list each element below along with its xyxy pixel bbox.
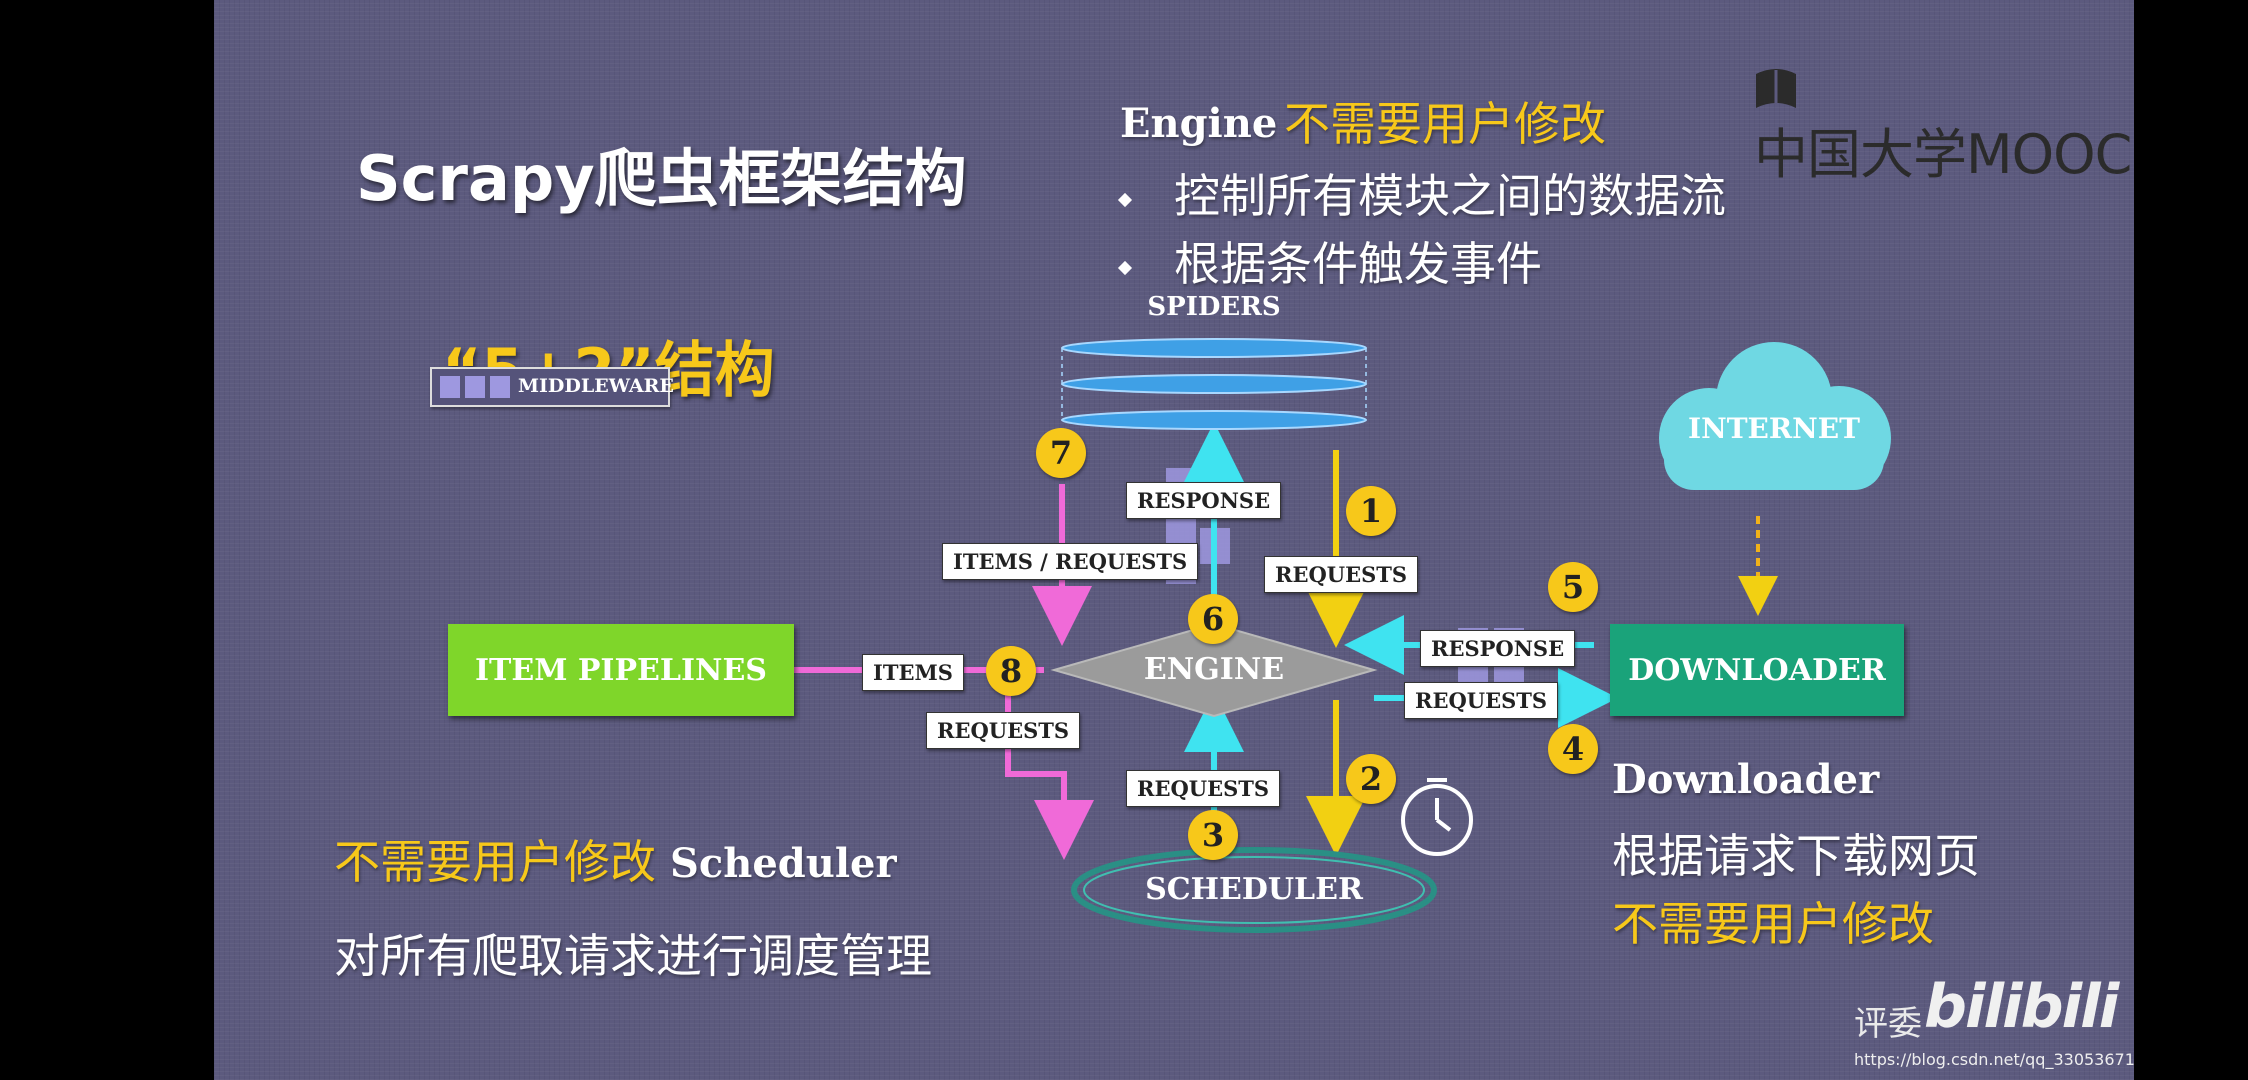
scheduler-desc: 对所有爬取请求进行调度管理 [334,929,932,983]
arrow-step-8-requests [1005,690,1094,860]
engine-bullet: 根据条件触发事件 [1117,228,1542,294]
step-badge-8: 8 [986,646,1036,696]
downloader-heading: Downloader [1612,756,1880,803]
source-url: https://blog.csdn.net/qq_33053671 [1854,1050,2134,1069]
downloader-box: DOWNLOADER [1610,624,1904,716]
internet-label: INTERNET [1688,412,1860,445]
bilibili-logo: bilibili [1924,972,2119,1042]
label-requests-scheduler-left: REQUESTS [926,712,1081,749]
reviewer-text: 评委 [1854,1004,1922,1044]
engine-heading: Engine [1120,100,1278,147]
step-badge-6: 6 [1188,594,1238,644]
slide-title: Scrapy爬虫框架结构 [356,142,967,215]
middleware-legend-label: MIDDLEWARE [518,375,674,397]
engine-bullet: 控制所有模块之间的数据流 [1117,160,1726,226]
downloader-desc: 根据请求下载网页 [1612,829,1980,883]
label-requests-downloader: REQUESTS [1404,682,1559,719]
middleware-legend-swatch [490,376,510,398]
step-badge-2: 2 [1346,754,1396,804]
middleware-legend-swatch [440,376,460,398]
internet-cloud [1659,342,1891,490]
scheduler-label: SCHEDULER [1145,872,1363,907]
item-pipelines-box: ITEM PIPELINES [448,624,794,716]
downloader-note: 不需要用户修改 [1612,897,1934,951]
spiders-label: SPIDERS [1147,292,1281,322]
slide: Scrapy爬虫框架结构 “5+2”结构 MIDDLEWARE Engine 不… [214,0,2134,1080]
scheduler-ring [1071,847,1437,933]
engine-diamond [1050,622,1378,718]
mooc-logo: 中国大学MOOC [1754,64,2134,189]
stopwatch-icon [1401,778,1473,856]
engine-note: 不需要用户修改 [1284,97,1606,151]
middleware-legend-swatch [465,376,485,398]
middleware-legend: MIDDLEWARE [430,367,674,407]
label-response-spider: RESPONSE [1126,482,1282,519]
label-requests-1: REQUESTS [1264,556,1419,593]
step-badge-1: 1 [1346,486,1396,536]
label-items-requests: ITEMS / REQUESTS [942,543,1199,580]
scheduler-heading: Scheduler [670,840,897,887]
scheduler-note: 不需要用户修改 [334,835,656,889]
mooc-logo-icon [1756,69,1796,108]
diagram-arrows [674,338,1891,933]
label-response-downloader: RESPONSE [1420,630,1576,667]
step-badge-4: 4 [1548,724,1598,774]
engine-label: ENGINE [1143,652,1285,687]
step-badge-7: 7 [1036,428,1086,478]
spiders-stack [1061,338,1367,430]
step-badge-5: 5 [1548,562,1598,612]
label-requests-scheduler-mid: REQUESTS [1126,770,1281,807]
step-badge-3: 3 [1188,810,1238,860]
label-items: ITEMS [862,654,964,691]
mooc-logo-text: 中国大学MOOC [1754,123,2132,186]
